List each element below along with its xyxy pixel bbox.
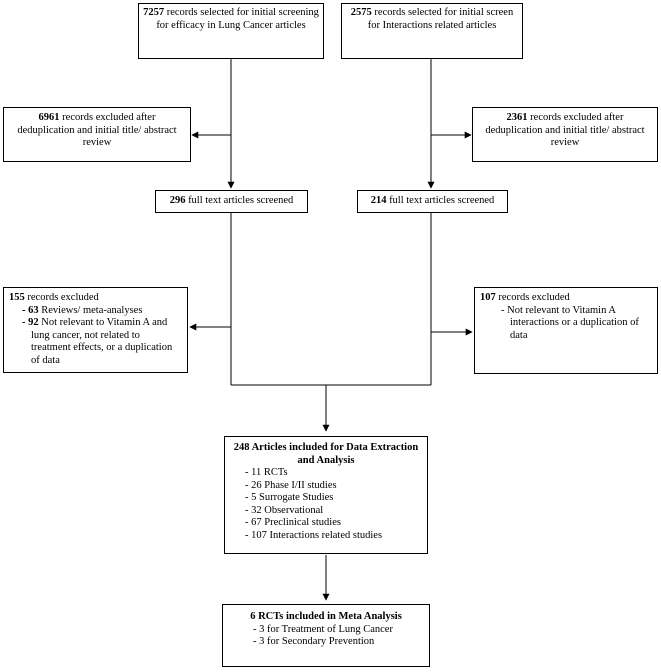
list-item: 11 RCTs bbox=[245, 467, 421, 480]
box-left-excluded-2: 155 records excluded - 63 Reviews/ meta-… bbox=[3, 287, 188, 373]
left-excl1-count: 6961 bbox=[38, 112, 60, 123]
included-list: 11 RCTs 26 Phase I/II studies 5 Surrogat… bbox=[231, 467, 421, 542]
meta-list: 3 for Treatment of Lung Cancer 3 for Sec… bbox=[229, 624, 423, 649]
box-right-excluded-1: 2361 records excluded after deduplicatio… bbox=[472, 107, 658, 162]
box-meta: 6 RCTs included in Meta Analysis 3 for T… bbox=[222, 604, 430, 667]
box-right-initial: 2575 records selected for initial screen… bbox=[341, 3, 523, 59]
list-item: 107 Interactions related studies bbox=[245, 530, 421, 543]
left-fulltext-text: full text articles screened bbox=[185, 195, 294, 206]
left-fulltext-count: 296 bbox=[169, 195, 186, 206]
list-item: 5 Surrogate Studies bbox=[245, 492, 421, 505]
box-left-excluded-1: 6961 records excluded after deduplicatio… bbox=[3, 107, 191, 162]
right-excl2-count: 107 bbox=[480, 292, 496, 303]
left-excl2-text: records excluded bbox=[24, 292, 99, 303]
box-included: 248 Articles included for Data Extractio… bbox=[224, 436, 428, 554]
left-excl1-text: records excluded after deduplication and… bbox=[17, 112, 177, 148]
box-right-excluded-2: 107 records excluded Not relevant to Vit… bbox=[474, 287, 658, 374]
right-excl2-text: records excluded bbox=[495, 292, 570, 303]
right-excl1-count: 2361 bbox=[506, 112, 528, 123]
box-left-fulltext: 296 full text articles screened bbox=[155, 190, 308, 213]
right-initial-count: 2575 bbox=[350, 7, 372, 18]
left-excl2-heading: 155 records excluded bbox=[9, 292, 182, 305]
list-item: 32 Observational bbox=[245, 505, 421, 518]
list-item: - 63 Reviews/ meta-analyses bbox=[22, 304, 143, 316]
included-title: 248 Articles included for Data Extractio… bbox=[233, 442, 419, 466]
list-item: 26 Phase I/II studies bbox=[245, 480, 421, 493]
box-right-fulltext: 214 full text articles screened bbox=[357, 190, 508, 213]
right-initial-text: records selected for initial screen for … bbox=[367, 7, 514, 31]
list-item: 67 Preclinical studies bbox=[245, 517, 421, 530]
right-excl1-text: records excluded after deduplication and… bbox=[485, 112, 645, 148]
meta-title: 6 RCTs included in Meta Analysis bbox=[250, 611, 402, 622]
left-excl2-list: - 63 Reviews/ meta-analyses - 92 Not rel… bbox=[9, 305, 182, 368]
left-initial-text: records selected for initial screening f… bbox=[156, 7, 319, 31]
list-item: Not relevant to Vitamin A interactions o… bbox=[501, 305, 652, 343]
list-item: 3 for Secondary Prevention bbox=[253, 636, 423, 649]
box-left-initial: 7257 records selected for initial screen… bbox=[138, 3, 324, 59]
left-excl2-count: 155 bbox=[9, 292, 25, 303]
left-initial-count: 7257 bbox=[143, 7, 165, 18]
right-excl2-list: Not relevant to Vitamin A interactions o… bbox=[480, 305, 652, 343]
list-item: 3 for Treatment of Lung Cancer bbox=[253, 624, 423, 637]
list-item: - 92 Not relevant to Vitamin A and lung … bbox=[22, 317, 173, 366]
right-fulltext-text: full text articles screened bbox=[386, 195, 495, 206]
right-fulltext-count: 214 bbox=[370, 195, 387, 206]
right-excl2-heading: 107 records excluded bbox=[480, 292, 652, 305]
